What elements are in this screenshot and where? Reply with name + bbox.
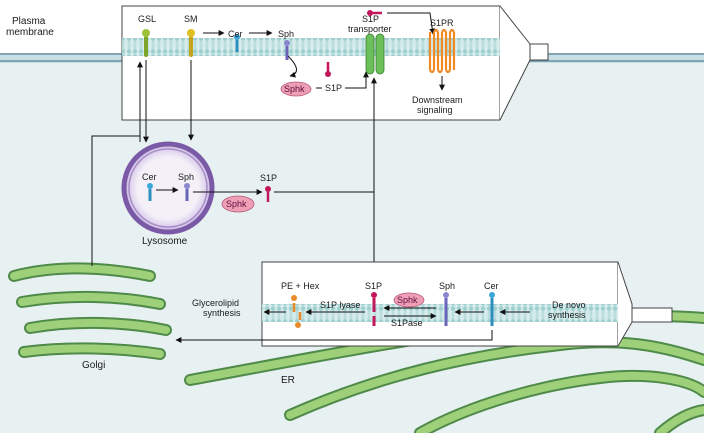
s1p-transporter <box>365 33 385 75</box>
golgi-label: Golgi <box>82 360 105 371</box>
sph-molecule-top <box>284 40 290 60</box>
pe-hex-molecules <box>291 295 302 328</box>
s1pr-receptor <box>428 28 456 74</box>
sphk-enzyme-top <box>280 81 312 97</box>
plasma-membrane-label: Plasma <box>12 16 46 27</box>
cer-label-er: Cer <box>484 281 499 291</box>
sph-label-top: Sph <box>278 29 294 39</box>
glycerolipid-label-2: synthesis <box>203 308 241 318</box>
arrow-sph-curve <box>287 55 297 78</box>
lysosome <box>121 141 215 235</box>
de-novo-label-2: synthesis <box>548 310 586 320</box>
sm-label: SM <box>184 14 198 24</box>
sph-label-er: Sph <box>439 281 455 291</box>
s1p-transporter-label: S1P <box>362 14 379 24</box>
sphk-label-lyso: Sphk <box>226 199 247 209</box>
sm-molecule <box>187 29 195 57</box>
arrow-s1p-transporter <box>345 71 369 89</box>
pe-hex-label: PE + Hex <box>281 281 320 291</box>
cer-molecule-er <box>489 292 495 326</box>
cer-molecule-lyso <box>147 183 153 201</box>
gsl-label: GSL <box>138 14 156 24</box>
sph-molecule-lyso <box>184 183 190 201</box>
line-golgi-to-gsl <box>91 135 140 266</box>
er-label: ER <box>281 375 295 386</box>
downstream-label: Downstream <box>412 95 463 105</box>
s1p-label-top: S1P <box>325 83 342 93</box>
arrow-s1p-to-s1pr <box>387 12 436 35</box>
s1pr-label: S1PR <box>430 18 454 28</box>
s1p-molecule-er <box>371 292 377 326</box>
s1pase-label: S1Pase <box>391 318 423 328</box>
cer-label-top: Cer <box>228 29 243 39</box>
cer-label-lyso: Cer <box>142 172 157 182</box>
s1p-molecule-membrane <box>325 62 331 77</box>
sphk-enzyme-lyso <box>221 195 255 213</box>
s1p-molecule-exported <box>367 10 382 16</box>
cytosol-background <box>0 60 704 433</box>
gsl-molecule <box>142 29 150 57</box>
s1p-lyase-label: S1P lyase <box>320 300 360 310</box>
sphk-label-er: Sphk <box>397 295 418 305</box>
sph-label-lyso: Sph <box>178 172 194 182</box>
glycerolipid-label: Glycerolipid <box>192 298 239 308</box>
s1p-transporter-label-2: transporter <box>348 24 392 34</box>
cer-molecule-top <box>234 34 240 52</box>
plasma-membrane-label-2: membrane <box>6 27 54 38</box>
sph-molecule-er <box>443 292 449 326</box>
lysosome-label: Lysosome <box>142 236 188 247</box>
golgi-stack <box>8 262 172 360</box>
sphk-label-top: Sphk <box>284 84 305 94</box>
de-novo-label: De novo <box>552 300 586 310</box>
s1p-label-er: S1P <box>365 281 382 291</box>
downstream-label-2: signaling <box>417 105 453 115</box>
s1p-label-lyso: S1P <box>260 173 277 183</box>
sphk-enzyme-er <box>393 292 425 308</box>
arrow-er-cer-to-golgi <box>175 330 493 343</box>
s1p-molecule-lyso <box>265 186 271 202</box>
er-inset <box>261 261 673 347</box>
